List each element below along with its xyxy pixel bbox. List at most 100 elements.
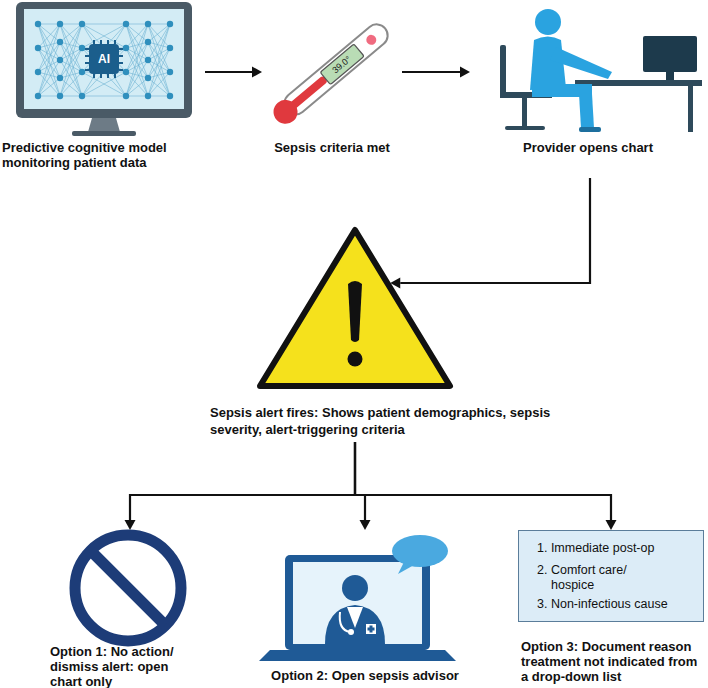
option-node: Option 2: Open sepsis advisor (262, 530, 468, 688)
no-action-symbol (75, 535, 181, 641)
connector-line (402, 71, 460, 73)
flow-arrow (390, 178, 590, 289)
option-node: Option 1: No action/ dismiss alert: open… (45, 530, 215, 688)
network-node (167, 93, 173, 99)
flow-arrow (355, 442, 371, 530)
provider-illustration-part (643, 36, 697, 72)
arrow-head (460, 67, 470, 78)
caption-text: Provider opens chart (470, 140, 706, 155)
provider-illustration-part (688, 86, 693, 132)
sepsis-advisor-illustration-part (366, 624, 376, 634)
sepsis-advisor-illustration-part (285, 555, 430, 650)
monitor-illustration-part (72, 131, 136, 136)
triangle-outline (260, 230, 450, 386)
connector-line (130, 442, 355, 520)
connector-line (205, 71, 252, 73)
sepsis-advisor-illustration-part (293, 562, 422, 644)
criteria-node: Sepsis criteria met (262, 0, 402, 178)
thermometer-illustration-part (320, 44, 364, 85)
provider-illustration (500, 9, 702, 132)
arrow-head (125, 520, 136, 530)
thermometer-illustration-part (364, 33, 378, 47)
flow-arrow (125, 442, 356, 530)
connector-line (355, 442, 611, 520)
network-node (123, 93, 129, 99)
sepsis-advisor-illustration-part (325, 605, 385, 644)
reason-box: 1. Immediate post-op 2. Comfort care/ hos… (518, 530, 704, 622)
network-node (167, 45, 173, 51)
network-node (35, 69, 41, 75)
network-node (145, 93, 151, 99)
connector-line (400, 178, 590, 283)
arrow-head (606, 520, 617, 530)
network-node (57, 39, 63, 45)
sepsis-advisor-illustration-part (392, 535, 448, 567)
provider-illustration-part (505, 126, 545, 130)
alert-triangle: Sepsis alert fires: Shows patient demogr… (252, 222, 458, 394)
ai-chip-part (85, 40, 123, 78)
list-item: 1. Immediate post-op (537, 541, 702, 556)
network-node (35, 21, 41, 27)
network-node (145, 75, 151, 81)
caption-text: Option 3: Document reason treatment not … (521, 639, 707, 684)
caption-text: Predictive cognitive model monitoring pa… (2, 140, 207, 170)
arrow-head (252, 67, 262, 78)
model-node: Predictive cognitive model monitoring pa… (0, 0, 205, 178)
network-node (79, 21, 85, 27)
caption-text: Option 1: No action/ dismiss alert: open… (50, 644, 200, 688)
monitor-illustration-part (88, 118, 120, 132)
caption-text: Sepsis criteria met (262, 140, 402, 155)
flow-arrow (402, 67, 470, 78)
thermometer-illustration (269, 19, 393, 129)
provider-illustration-part (500, 45, 506, 97)
thermometer-illustration-part (280, 20, 392, 119)
connector-line (355, 442, 365, 520)
sepsis-advisor-illustration-part (259, 650, 456, 661)
provider-illustration-part (575, 80, 702, 86)
ai-chip-part (89, 44, 119, 74)
network-node (79, 69, 85, 75)
network-node (35, 93, 41, 99)
provider-illustration-part (666, 72, 674, 80)
monitor-illustration-part (16, 2, 192, 118)
provider-illustration-part (579, 127, 601, 132)
flow-arrow (355, 442, 617, 530)
network-links (38, 24, 170, 96)
network-node (79, 93, 85, 99)
network-node (35, 45, 41, 51)
caption-text: Option 2: Open sepsis advisor (262, 668, 468, 683)
monitor-illustration-part (24, 9, 184, 109)
provider-illustration-part (579, 94, 594, 128)
no-action-symbol-part (91, 551, 165, 625)
sepsis-advisor-illustration-part (347, 607, 363, 628)
exclamation-mark (348, 281, 362, 342)
caption-text: Sepsis alert fires: Shows patient demogr… (210, 404, 572, 438)
neural-network (35, 21, 173, 99)
provider-illustration-part (522, 98, 527, 128)
provider-illustration-part (535, 9, 561, 35)
arrow-head (360, 520, 371, 530)
network-node (57, 93, 63, 99)
list-item: 3. Non-infectious cause (537, 597, 702, 612)
sepsis-advisor-illustration-part (398, 562, 414, 574)
no-action-symbol-part (75, 535, 181, 641)
warning-triangle (252, 222, 458, 394)
monitor-illustration (16, 2, 192, 136)
flow-arrow (205, 67, 262, 78)
network-node (167, 69, 173, 75)
exclamation-dot (348, 352, 363, 367)
list-item: 2. Comfort care/ hospice (537, 563, 663, 593)
sepsis-advisor-illustration (259, 535, 456, 661)
network-node (123, 21, 129, 27)
sepsis-advisor-illustration-part (342, 575, 368, 601)
network-node (145, 39, 151, 45)
sepsis-advisor-illustration-part (368, 628, 375, 631)
thermometer-illustration-part (269, 95, 303, 129)
network-node (145, 57, 151, 63)
network-node (79, 45, 85, 51)
network-node (145, 21, 151, 27)
network-node (57, 57, 63, 63)
network-node (57, 75, 63, 81)
network-node (57, 21, 63, 27)
